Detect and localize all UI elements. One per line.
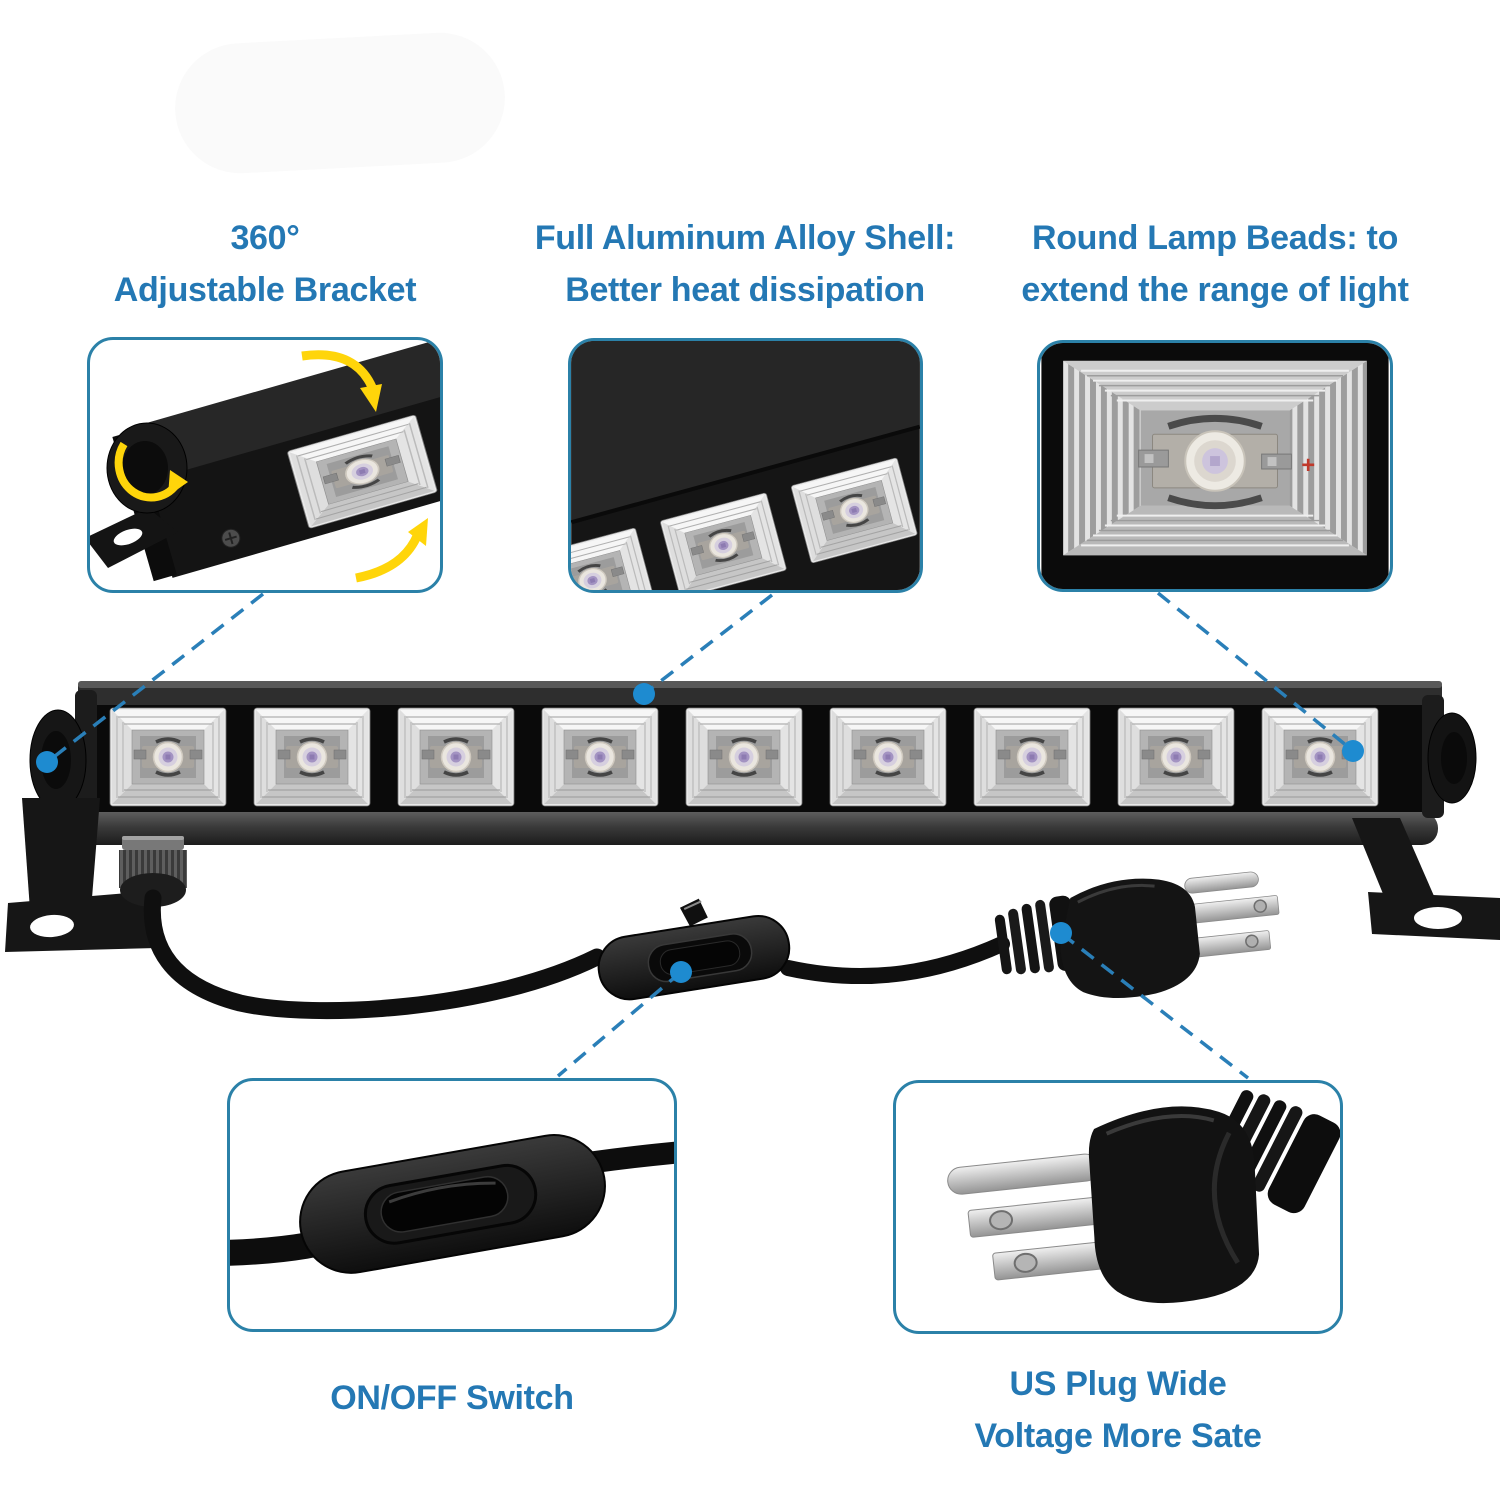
bracket-callout-box: [87, 337, 443, 593]
shell-feature-label: Full Aluminum Alloy Shell: Better heat d…: [515, 212, 975, 316]
left-adjust-knob: [29, 709, 87, 811]
plug-strain-relief: [994, 895, 1080, 975]
left-mounting-bracket: [5, 798, 157, 952]
right-mounting-bracket: [1352, 818, 1500, 940]
lamp-beads-label-line2: extend the range of light: [1021, 271, 1409, 309]
shell-label-line2: Better heat dissipation: [565, 271, 925, 309]
plug-feature-label: US Plug Wide Voltage More Sate: [893, 1358, 1343, 1462]
switch-callout-box: [227, 1078, 677, 1332]
switch-marker-dot: [670, 961, 692, 983]
cable-gland: [119, 836, 187, 907]
faded-watermark-blob: [171, 29, 509, 177]
switch-label-line1: ON/OFF Switch: [330, 1379, 574, 1417]
plug-blade: [967, 1196, 1108, 1238]
plug-closeup-illustration: [947, 1090, 1340, 1304]
plug-callout-box: [893, 1080, 1343, 1334]
lamp-bead-marker-dot: [1342, 740, 1364, 762]
bar-bottom-rail: [28, 812, 1438, 845]
shell-closeup-illustration: [571, 341, 920, 590]
shell-callout-box: [568, 338, 923, 593]
shell-label-line1: Full Aluminum Alloy Shell:: [534, 219, 956, 257]
leader-lines: [48, 591, 1354, 1080]
us-plug: [1060, 871, 1280, 999]
switch-closeup-illustration: [230, 1134, 674, 1274]
bracket-label-line2: Adjustable Bracket: [113, 271, 417, 309]
rotation-arrow-icon: [114, 350, 428, 583]
polarity-plus-marker: +: [1301, 452, 1315, 479]
lamp-bead-closeup-illustration: +: [1041, 343, 1389, 589]
plug-label-line2: Voltage More Sate: [974, 1417, 1262, 1455]
plug-ground-pin: [947, 1153, 1100, 1195]
power-cable: [780, 936, 1010, 984]
plug-marker-dot: [1050, 922, 1072, 944]
right-adjust-knob: [1427, 712, 1477, 804]
marker-dots: [36, 683, 1364, 983]
power-cable: [143, 889, 606, 1020]
switch-feature-label: ON/OFF Switch: [227, 1372, 677, 1424]
plug-label-line1: US Plug Wide: [1009, 1365, 1227, 1403]
lamp-beads-feature-label: Round Lamp Beads: to extend the range of…: [985, 212, 1445, 316]
shell-marker-dot: [633, 683, 655, 705]
bracket-label-line1: 360°: [230, 219, 300, 257]
bracket-feature-label: 360° Adjustable Bracket: [45, 212, 485, 316]
switch-rocker: [380, 1175, 509, 1233]
plug-body: [1088, 1106, 1260, 1304]
bracket-marker-dot: [36, 751, 58, 773]
lamp-beads-label-line1: Round Lamp Beads: to: [1031, 219, 1399, 257]
lamp-beads-callout-box: +: [1037, 340, 1393, 592]
bracket-closeup-illustration: [90, 340, 440, 583]
inline-switch: [597, 898, 791, 1001]
led-bar: [28, 681, 1477, 845]
